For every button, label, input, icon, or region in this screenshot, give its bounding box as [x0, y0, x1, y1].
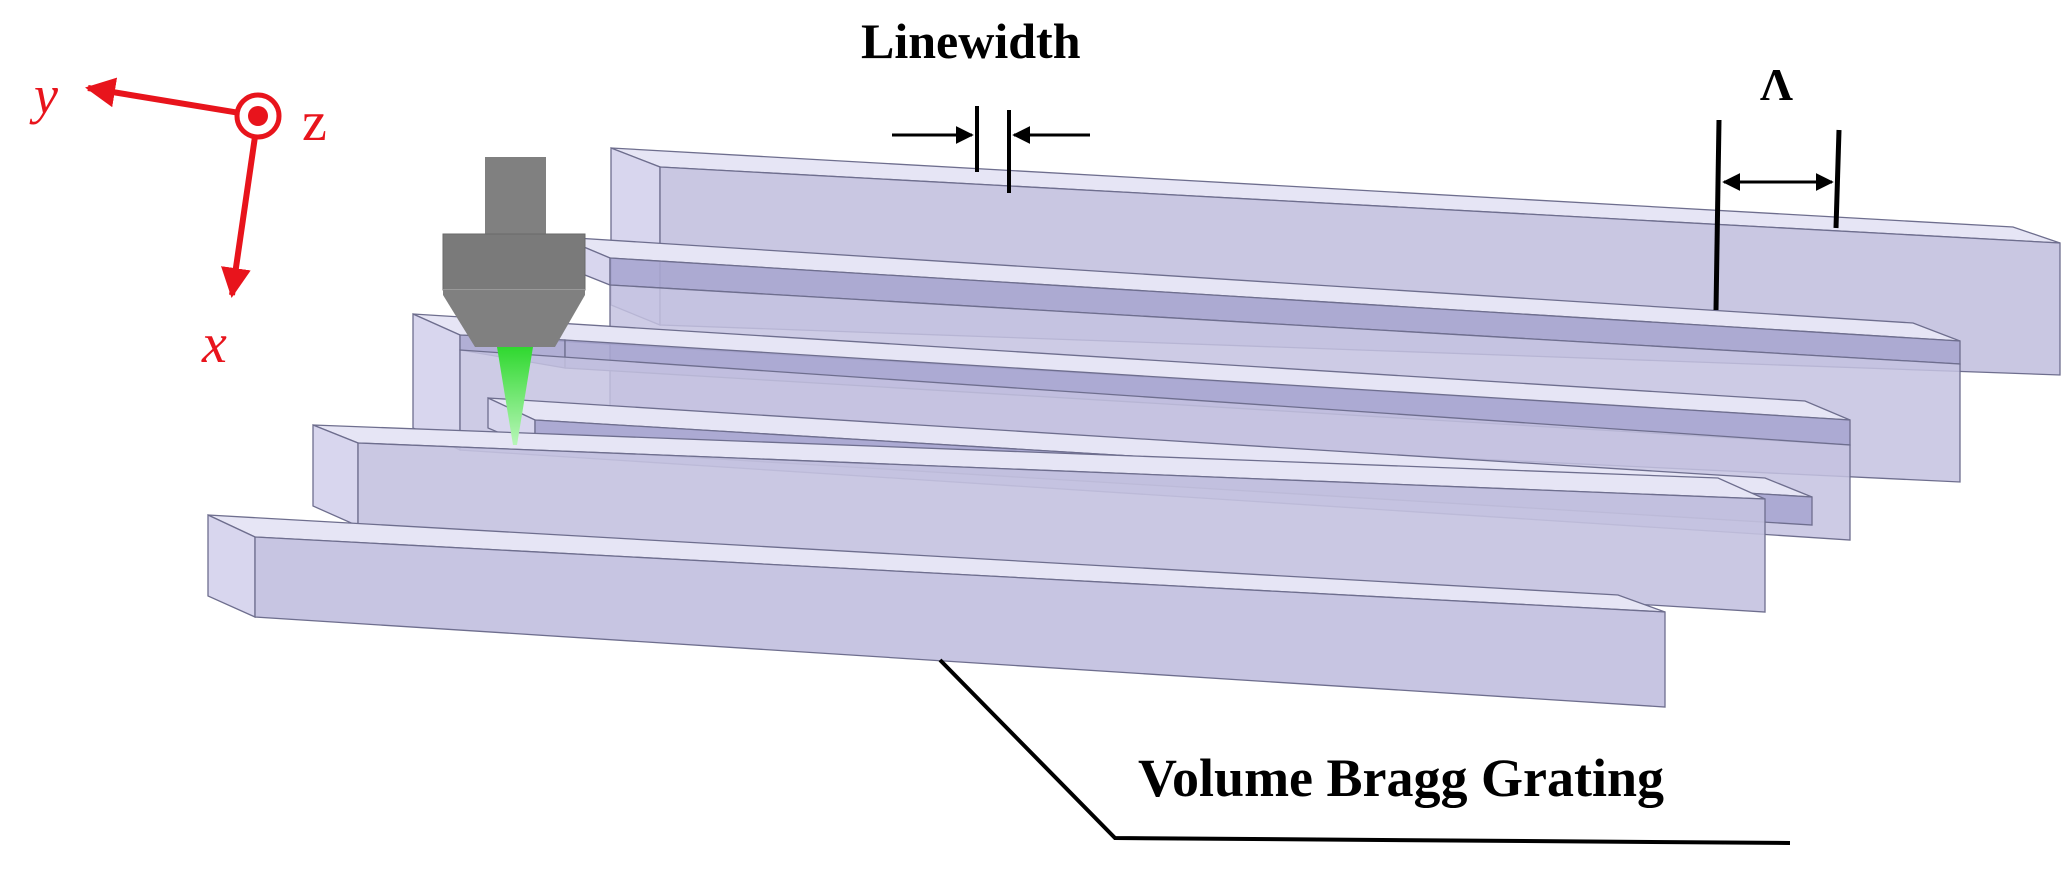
grating-label: Volume Bragg Grating [1138, 748, 1664, 808]
period-annotation: Λ [1713, 59, 1842, 311]
coordinate-axes-icon: y z x [29, 65, 327, 375]
axis-label-y: y [29, 65, 58, 125]
grating-callout: Volume Bragg Grating [938, 658, 1791, 845]
linewidth-label: Linewidth [861, 13, 1081, 69]
grating-bar-4 [312, 396, 1813, 613]
axis-label-z: z [302, 91, 327, 153]
period-label: Λ [1760, 59, 1793, 110]
laser-beam [497, 347, 533, 445]
linewidth-annotation: Linewidth [861, 13, 1090, 193]
laser-objective-icon [442, 157, 586, 445]
grating-bar-5 [207, 513, 1666, 708]
axis-label-x: x [201, 313, 227, 375]
grating-bars [207, 147, 2061, 708]
